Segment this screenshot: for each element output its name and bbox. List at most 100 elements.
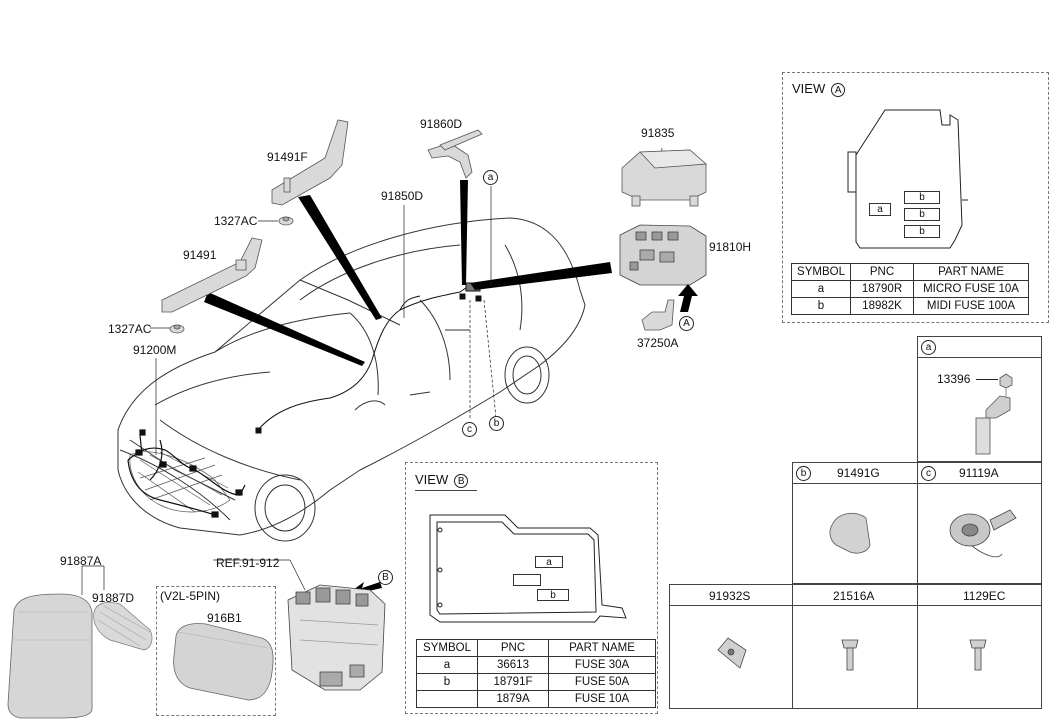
callout-a-main: a — [483, 170, 498, 185]
view-a-title: VIEW A — [792, 81, 846, 97]
view-b-table-header: SYMBOL PNC PART NAME — [416, 639, 656, 657]
table-cell: 1879A — [477, 690, 549, 708]
view-a-fuse-a: a — [869, 203, 891, 216]
view-b-fuse-mid — [513, 574, 541, 586]
part-91887D — [93, 602, 153, 651]
table-cell: 18790R — [850, 280, 914, 298]
detail-c-letter: c — [921, 466, 936, 481]
detail-c-art — [949, 509, 1017, 558]
view-a-panel — [782, 72, 1049, 323]
view-b-letter: B — [454, 473, 469, 488]
table-cell: FUSE 50A — [548, 673, 656, 691]
bottom-part-2: 21516A — [833, 589, 875, 603]
view-a-letter: A — [831, 82, 846, 97]
callout-A-main: A — [679, 316, 694, 331]
leader-lines — [81, 147, 706, 595]
detail-a-header-rule — [917, 357, 1042, 358]
view-a-table-header: SYMBOL PNC PART NAME — [791, 263, 1029, 281]
view-b-table: SYMBOL PNC PART NAME a 36613 FUSE 30A b … — [416, 639, 656, 708]
label-91810H: 91810H — [709, 240, 752, 254]
table-cell: FUSE 10A — [548, 690, 656, 708]
callout-c-main: c — [462, 422, 477, 437]
part-91491 — [161, 237, 263, 313]
view-b-panel — [405, 462, 658, 714]
part-37250A — [641, 299, 675, 331]
detail-a-art — [975, 373, 1013, 455]
view-a-table: SYMBOL PNC PART NAME a 18790R MICRO FUSE… — [791, 263, 1029, 315]
label-91850D: 91850D — [381, 189, 424, 203]
label-91491: 91491 — [183, 248, 217, 262]
view-b-fuse-b: b — [537, 589, 569, 601]
detail-b-art — [829, 512, 871, 554]
view-a-fuse-b1: b — [904, 191, 940, 204]
label-91835: 91835 — [641, 126, 675, 140]
part-1327AC-lower — [169, 324, 185, 334]
bottom-part-3: 1129EC — [963, 589, 1006, 603]
detail-a-box — [917, 336, 1042, 462]
view-a-fuse-b2: b — [904, 208, 940, 221]
table-cell: 18982K — [850, 297, 914, 315]
part-916B1 — [173, 623, 274, 701]
label-916B1: 916B1 — [207, 611, 242, 625]
label-91491F: 91491F — [267, 150, 308, 164]
detail-b-letter: b — [796, 466, 811, 481]
label-91860D: 91860D — [420, 117, 463, 131]
detail-c-part: 91119A — [959, 466, 999, 480]
table-cell: MIDI FUSE 100A — [913, 297, 1029, 315]
bottom-divider-1 — [792, 584, 793, 709]
view-b-housing-outline — [429, 514, 627, 623]
label-37250A: 37250A — [637, 336, 679, 350]
table-cell: 18791F — [477, 673, 549, 691]
part-91835 — [621, 149, 707, 207]
part-91491F — [271, 119, 349, 206]
label-91200M: 91200M — [133, 343, 177, 357]
part-ref-junction-box — [287, 584, 386, 691]
view-a-fuse-b3: b — [904, 225, 940, 238]
view-b-col-partname: PART NAME — [548, 639, 656, 657]
vehicle-outline — [117, 217, 586, 542]
detail-bc-header-rule — [792, 483, 1042, 484]
view-a-fusebox-outline — [847, 109, 968, 249]
bottom-divider-2 — [917, 584, 918, 709]
table-row: b 18982K MIDI FUSE 100A — [791, 297, 1029, 315]
table-cell: a — [416, 656, 478, 674]
table-row: 1879A FUSE 10A — [416, 690, 656, 708]
part-91860D — [427, 129, 483, 179]
bottom-row — [669, 584, 1042, 709]
bottom-row-art — [717, 637, 987, 671]
view-a-col-partname: PART NAME — [913, 263, 1029, 281]
table-cell — [416, 690, 478, 708]
table-row: a 18790R MICRO FUSE 10A — [791, 280, 1029, 298]
part-91887A — [7, 593, 93, 719]
detail-b-part: 91491G — [837, 466, 880, 480]
view-b-col-pnc: PNC — [477, 639, 549, 657]
arrow-view-a — [678, 284, 698, 312]
detail-a-letter: a — [921, 340, 936, 355]
view-b-fuse-a: a — [535, 556, 563, 568]
view-a-col-symbol: SYMBOL — [791, 263, 851, 281]
callout-b-main: b — [489, 416, 504, 431]
label-91887D: 91887D — [92, 591, 135, 605]
leader-wedges — [204, 180, 612, 366]
table-row: a 36613 FUSE 30A — [416, 656, 656, 674]
callout-B-main: B — [378, 570, 393, 585]
part-91810H — [619, 224, 707, 286]
detail-a-leader — [976, 379, 998, 380]
detail-bc-divider — [917, 462, 918, 584]
bottom-part-1: 91932S — [709, 589, 751, 603]
view-b-title-text: VIEW — [415, 472, 449, 487]
view-b-title: VIEW B — [415, 472, 469, 488]
label-1327AC-lower: 1327AC — [108, 322, 152, 336]
view-b-col-symbol: SYMBOL — [416, 639, 478, 657]
part-1327AC-upper — [278, 216, 294, 226]
v2l-box — [156, 586, 276, 716]
view-a-title-text: VIEW — [792, 81, 826, 96]
table-row: b 18791F FUSE 50A — [416, 673, 656, 691]
table-cell: MICRO FUSE 10A — [913, 280, 1029, 298]
table-cell: a — [791, 280, 851, 298]
table-cell: b — [791, 297, 851, 315]
view-b-title-underline — [415, 490, 477, 491]
grille — [129, 451, 231, 513]
